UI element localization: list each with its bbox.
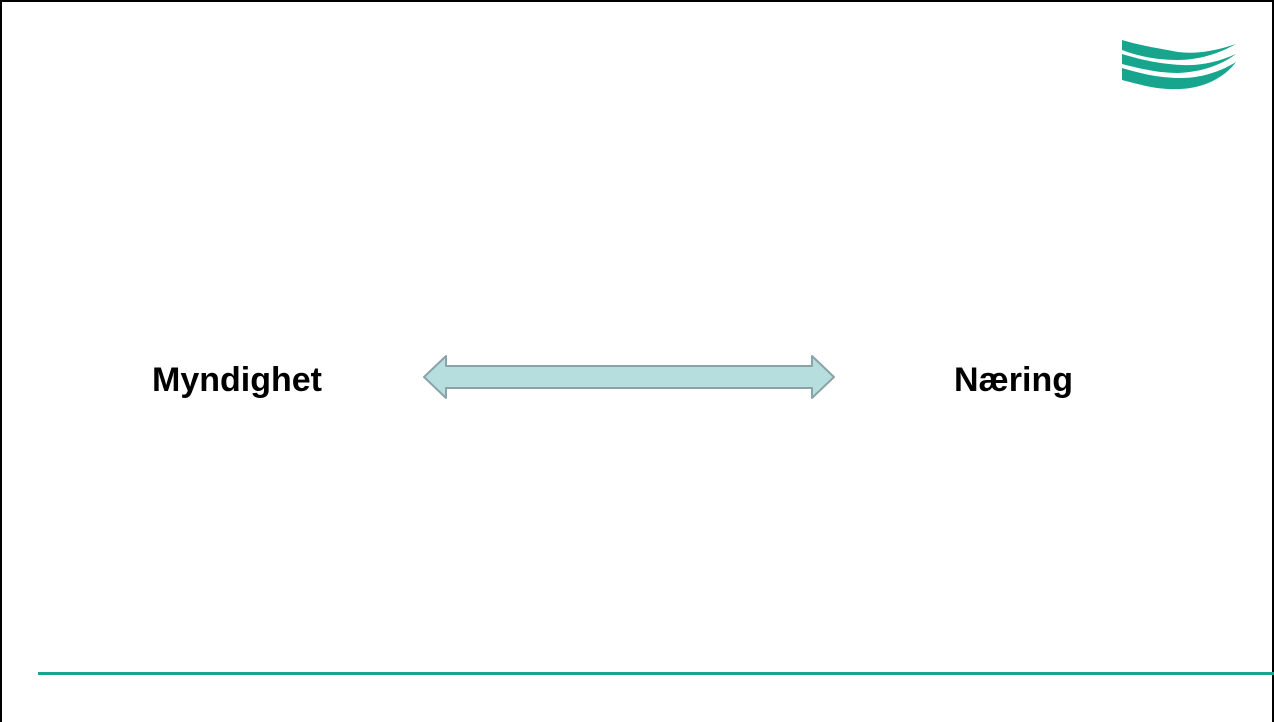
- naering-label: Næring: [954, 361, 1073, 399]
- myndighet-label: Myndighet: [152, 361, 322, 399]
- footer-divider: [38, 672, 1274, 675]
- wave-logo-icon: [1122, 40, 1236, 90]
- double-headed-arrow: [423, 355, 835, 399]
